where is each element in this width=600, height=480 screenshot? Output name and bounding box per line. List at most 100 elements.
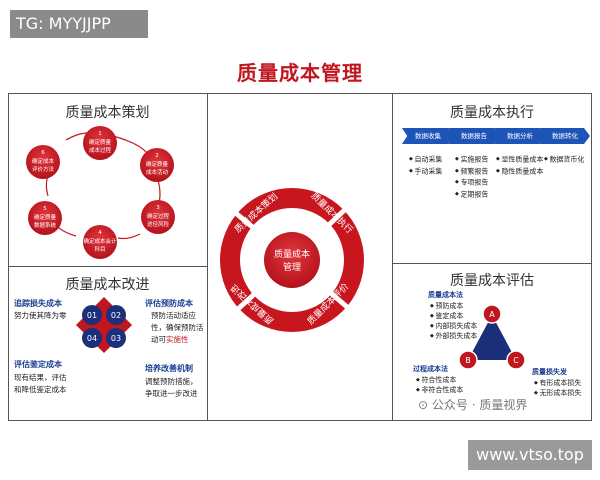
plan-step-text: 成本过程 xyxy=(89,146,112,154)
node-label: A xyxy=(489,310,495,319)
divider xyxy=(392,263,592,264)
divider xyxy=(8,266,207,267)
evaluate-item: 预防成本 xyxy=(430,301,477,311)
improve-line: 预防活动适应 xyxy=(151,311,196,320)
exec-item: 隐性质量成本 xyxy=(496,166,543,178)
plan-step-num: 4 xyxy=(98,230,102,236)
evaluate-list-1: 预防成本 鉴定成本 内部损失成本 外部损失成本 xyxy=(430,301,477,341)
plan-step-4 xyxy=(83,225,117,259)
exec-col-4: 数据货币化 xyxy=(544,154,584,166)
exec-item: 实施报告 xyxy=(455,154,488,166)
evaluate-item: 鉴定成本 xyxy=(430,311,477,321)
evaluate-item: 无形成本损失 xyxy=(534,388,581,398)
hub-text: 管理 xyxy=(283,261,301,273)
quad-label: 03 xyxy=(111,334,121,343)
watermark-text: 公众号 · 质量视界 xyxy=(431,398,528,412)
exec-item: 数据货币化 xyxy=(544,154,584,166)
node-label: B xyxy=(465,356,471,365)
center-hub xyxy=(264,232,320,288)
plan-step-num: 2 xyxy=(155,153,159,159)
improve-text-1: 努力使其降为零 xyxy=(14,311,67,320)
improve-line: 和降低鉴定成本 xyxy=(14,385,67,394)
plan-step-6 xyxy=(26,145,60,179)
quad-label: 02 xyxy=(111,311,121,320)
improve-text-4: 调整预防措施， 争取进一步改进 xyxy=(145,376,198,400)
plan-step-text: 科目 xyxy=(94,245,105,253)
plan-step-3 xyxy=(141,200,175,234)
exec-item: 专项报告 xyxy=(455,177,488,189)
evaluate-heading-1: 质量成本法 xyxy=(428,291,463,299)
exec-col-2: 实施报告 频繁报告 专项报告 定期报告 xyxy=(455,154,488,200)
improve-line: 性，确保预防活 xyxy=(151,323,204,332)
plan-step-text: 确定质量 xyxy=(89,138,112,146)
evaluate-heading-2: 过程成本法 xyxy=(413,365,448,373)
improve-title: 质量成本改进 xyxy=(65,277,150,293)
improve-line: 争取进一步改进 xyxy=(145,389,198,398)
node-label: C xyxy=(513,356,519,365)
evaluate-item: 外部损失成本 xyxy=(430,331,477,341)
exec-col-1: 自动采集 手动采集 xyxy=(409,154,442,177)
improve-line: 动可实施性 xyxy=(151,334,204,346)
quad-label: 04 xyxy=(87,334,97,343)
plan-step-text: 确定质量 xyxy=(34,213,57,221)
plan-step-num: 5 xyxy=(43,206,47,212)
exec-arrow-collect: 数据收集 xyxy=(402,128,454,144)
improve-heading-2: 评估预防成本 xyxy=(145,299,193,308)
plan-step-text: 数据系统 xyxy=(34,221,57,229)
plan-step-5 xyxy=(28,201,62,235)
improve-heading-1: 追踪损失成本 xyxy=(14,299,62,308)
improve-line: 调整预防措施， xyxy=(145,377,198,386)
wechat-icon: ⊙ xyxy=(418,398,429,412)
evaluate-item: 内部损失成本 xyxy=(430,321,477,331)
plan-step-1 xyxy=(83,126,117,160)
plan-step-text: 确定质量 xyxy=(146,160,169,168)
improve-line: 现有结果，评估 xyxy=(14,373,67,382)
plan-step-text: 成本活动 xyxy=(146,168,169,176)
plan-step-text: 途径风险 xyxy=(147,220,170,228)
exec-arrow-convert: 数据转化 xyxy=(540,128,590,144)
page-title: 质量成本管理 xyxy=(237,61,363,85)
evaluate-title: 质量成本评估 xyxy=(450,273,534,289)
hub-text: 质量成本 xyxy=(274,248,310,260)
plan-step-num: 3 xyxy=(156,205,160,211)
plan-step-num: 6 xyxy=(41,150,45,156)
diagram-frame xyxy=(8,93,592,421)
plan-step-text: 评价方法 xyxy=(32,165,55,173)
evaluate-item: 非符合性成本 xyxy=(416,385,463,395)
exec-item: 频繁报告 xyxy=(455,166,488,178)
tg-tag: TG: MYYJJPP xyxy=(10,10,148,38)
evaluate-item: 符合性成本 xyxy=(416,375,463,385)
evaluate-list-2: 符合性成本 非符合性成本 xyxy=(416,375,463,395)
evaluate-heading-3: 质量损失发 xyxy=(532,368,567,376)
exec-title: 质量成本执行 xyxy=(450,105,534,121)
plan-step-text: 确定过程 xyxy=(147,212,170,220)
plan-step-2 xyxy=(140,148,174,182)
plan-step-text: 确定成本 xyxy=(32,157,55,165)
plan-title: 质量成本策划 xyxy=(65,105,150,121)
exec-arrow-analyze: 数据分析 xyxy=(494,128,546,144)
exec-item: 手动采集 xyxy=(409,166,442,178)
quad-label: 01 xyxy=(87,311,97,320)
improve-text-3: 现有结果，评估 和降低鉴定成本 xyxy=(14,372,67,396)
improve-text-highlight: 实施性 xyxy=(166,335,189,344)
plan-step-text: 确定成本会计 xyxy=(83,237,117,245)
improve-heading-3: 评估鉴定成本 xyxy=(14,360,62,369)
improve-text-2: 预防活动适应 性，确保预防活 动可实施性 xyxy=(151,310,204,346)
exec-arrow-report: 数据报告 xyxy=(448,128,500,144)
exec-item: 定期报告 xyxy=(455,189,488,201)
divider xyxy=(392,93,393,421)
improve-quad xyxy=(76,297,132,353)
exec-item: 自动采集 xyxy=(409,154,442,166)
improve-heading-4: 培养改善机制 xyxy=(145,364,193,373)
improve-text-part: 动可 xyxy=(151,335,166,344)
exec-item: 显性质量成本 xyxy=(496,154,543,166)
divider xyxy=(207,93,208,421)
center-ring xyxy=(220,188,364,332)
watermark: ⊙ 公众号 · 质量视界 xyxy=(418,396,527,413)
evaluate-list-3: 有形成本损失 无形成本损失 xyxy=(534,378,581,398)
site-badge: www.vtso.top xyxy=(468,440,592,470)
plan-step-num: 1 xyxy=(98,131,102,137)
exec-col-3: 显性质量成本 隐性质量成本 xyxy=(496,154,543,177)
evaluate-item: 有形成本损失 xyxy=(534,378,581,388)
